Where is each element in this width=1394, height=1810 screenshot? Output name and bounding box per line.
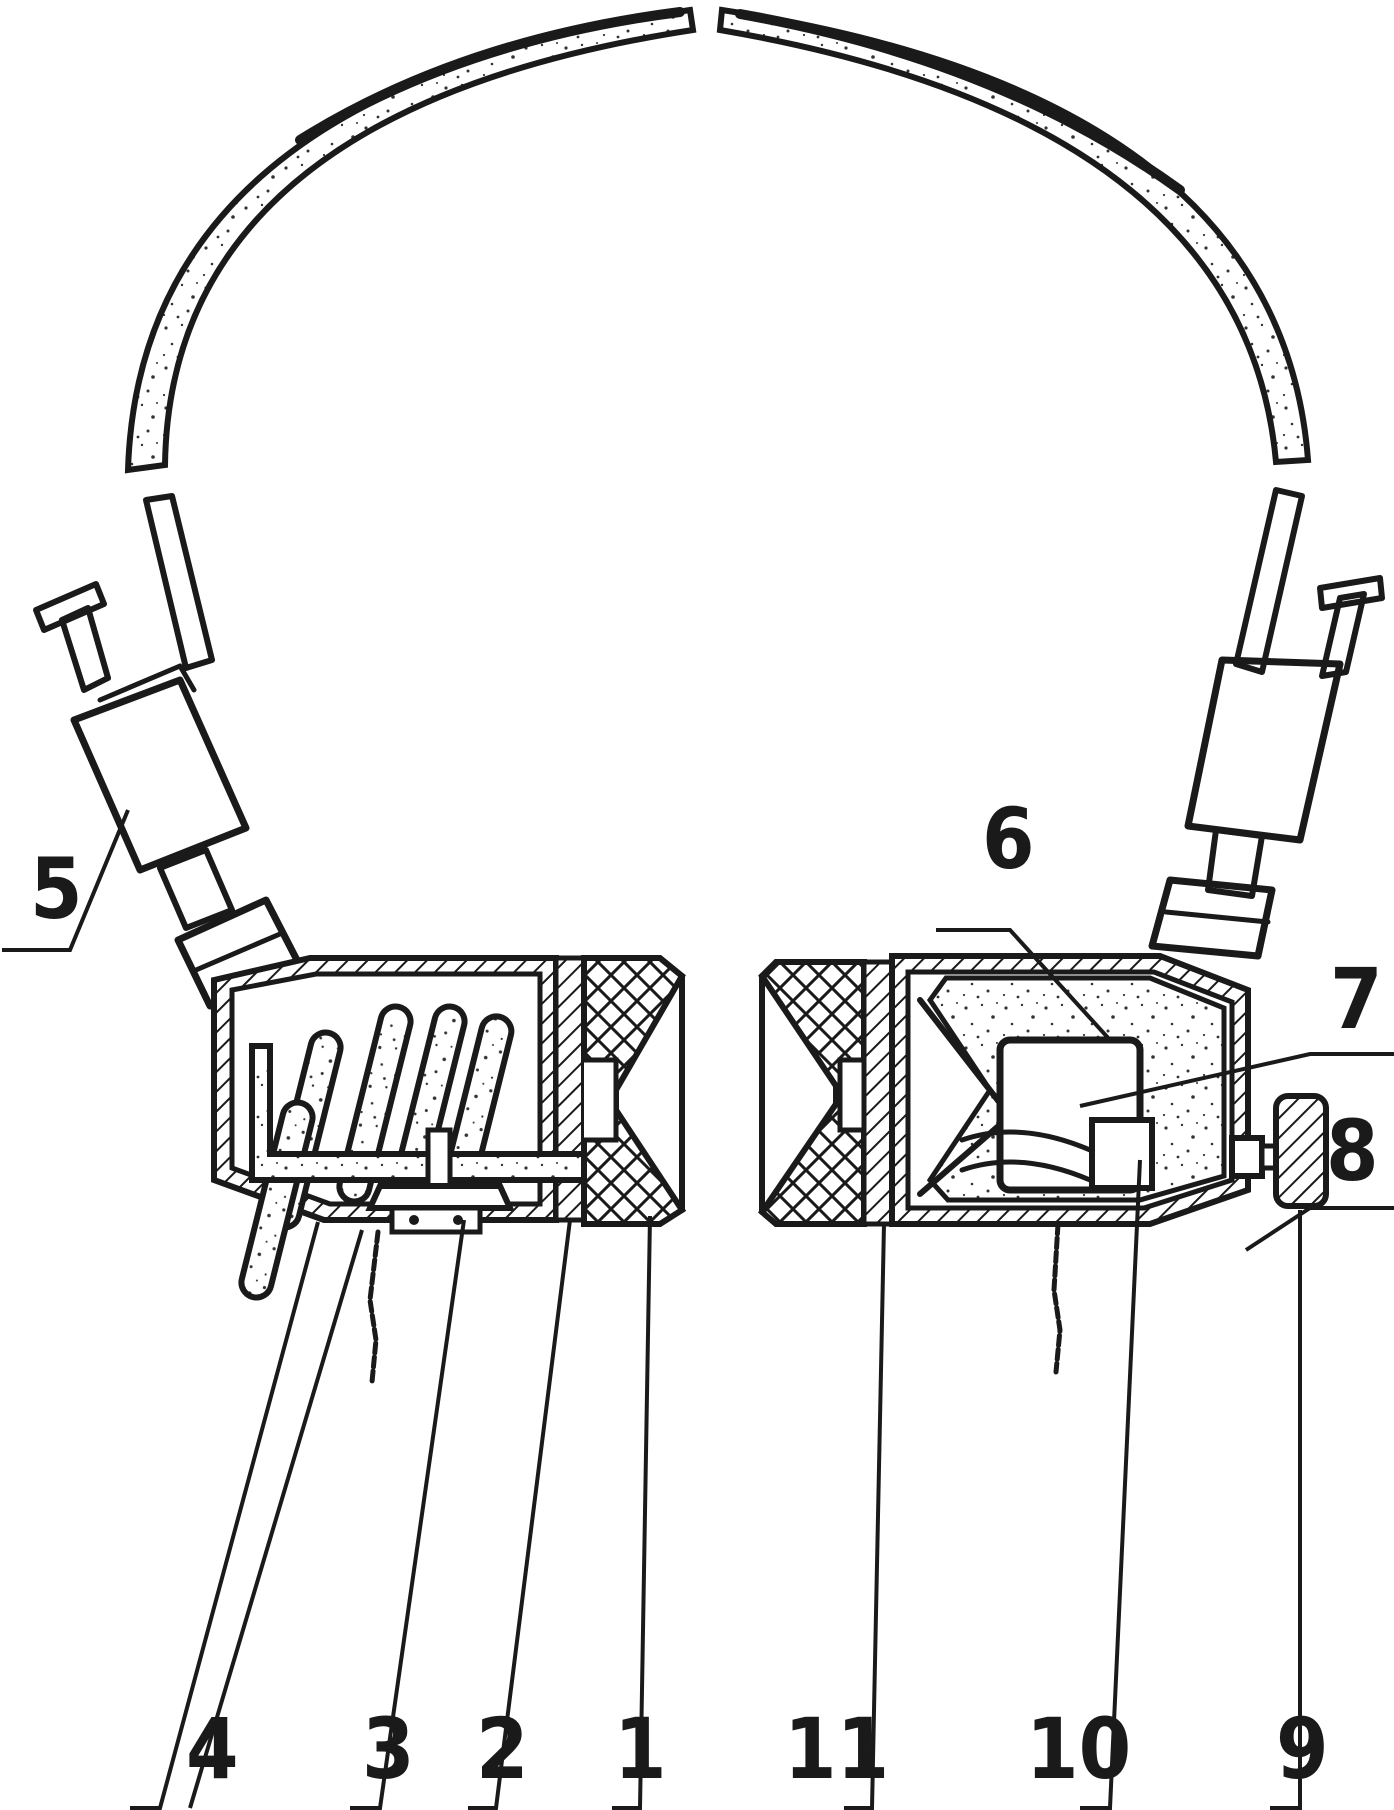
left-connector xyxy=(365,1127,515,1235)
headband-left-half xyxy=(124,6,697,474)
headband-right-half xyxy=(716,6,1312,466)
leader-lines xyxy=(2,809,1394,1810)
callout-9: 9 xyxy=(1276,1700,1329,1798)
callout-10: 10 xyxy=(1026,1700,1131,1798)
left-cord xyxy=(367,1229,381,1385)
right-cord xyxy=(1051,1221,1063,1375)
callout-labels: 5 6 7 8 9 10 11 1 2 3 4 xyxy=(30,790,1383,1798)
callout-4: 4 xyxy=(186,1700,239,1798)
right-volume-knob xyxy=(1229,1093,1329,1209)
callout-3: 3 xyxy=(362,1700,415,1798)
callout-2: 2 xyxy=(476,1700,529,1798)
right-baffle-plate xyxy=(861,959,895,1227)
callout-8: 8 xyxy=(1326,1102,1379,1200)
right-terminal-block xyxy=(1089,1117,1155,1191)
right-earcup xyxy=(758,953,1329,1375)
right-adjuster-slider xyxy=(1148,487,1385,960)
left-earcup xyxy=(211,955,687,1385)
left-heating-element xyxy=(238,1003,587,1301)
callout-6: 6 xyxy=(982,790,1035,888)
headband-right-dark-edge xyxy=(735,9,1185,195)
callout-1: 1 xyxy=(614,1700,667,1798)
callout-11: 11 xyxy=(784,1700,889,1798)
headband xyxy=(124,6,1312,474)
callout-7: 7 xyxy=(1330,950,1383,1048)
headband-left-dark-edge xyxy=(295,7,685,145)
callout-5: 5 xyxy=(30,840,83,938)
